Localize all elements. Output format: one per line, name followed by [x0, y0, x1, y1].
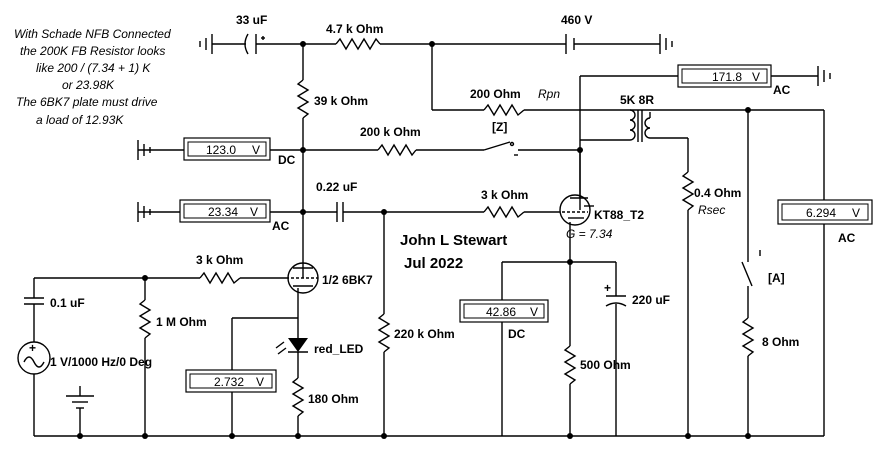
- meter-5-mode: DC: [508, 327, 526, 341]
- label-r-3k-in: 3 k Ohm: [196, 253, 243, 267]
- led-red: [275, 318, 308, 378]
- note-line-6: a load of 12.93K: [36, 113, 124, 127]
- note-line-4: or 23.98K: [62, 78, 115, 92]
- meter-1-value: 171.8: [712, 70, 742, 84]
- label-6bk7: 1/2 6BK7: [322, 273, 373, 287]
- label-led: red_LED: [314, 342, 364, 356]
- label-c-33uf: 33 uF: [236, 13, 267, 27]
- tube-6bk7: [286, 262, 319, 318]
- label-c-022: 0.22 uF: [316, 180, 357, 194]
- design-notes: With Schade NFB Connected the 200K FB Re…: [14, 27, 171, 127]
- top-rail: [199, 33, 673, 55]
- meter-4-mode: AC: [838, 231, 856, 245]
- label-r-180: 180 Ohm: [308, 392, 359, 406]
- meter-1-unit: V: [752, 70, 760, 84]
- note-line-5: The 6BK7 plate must drive: [16, 95, 158, 109]
- meter-2-value: 123.0: [206, 143, 236, 157]
- ac-signal-source: +: [17, 341, 51, 436]
- meter-led-voltage: 2.732 V: [185, 369, 277, 436]
- author-date: Jul 2022: [404, 255, 463, 272]
- label-rsec: Rsec: [698, 203, 725, 217]
- label-r-04: 0.4 Ohm: [694, 186, 741, 200]
- label-z-tag: [Z]: [492, 120, 507, 134]
- label-r-500: 500 Ohm: [580, 358, 631, 372]
- meter-4-unit: V: [852, 206, 860, 220]
- resistor-180: [291, 377, 305, 417]
- meter-3-value: 23.34: [208, 205, 238, 219]
- label-r-220k: 220 k Ohm: [394, 327, 455, 341]
- meter-5-unit: V: [530, 305, 538, 319]
- resistor-1m: [138, 299, 152, 339]
- label-a-tag: [A]: [768, 271, 785, 285]
- tube-kt88: [559, 150, 594, 262]
- label-r-4k7: 4.7 k Ohm: [326, 22, 383, 36]
- meter-ac-6bk7-plate: 23.34 V AC: [137, 199, 303, 233]
- meter-dc-plate: 123.0 V DC: [137, 137, 303, 167]
- label-r-39k: 39 k Ohm: [314, 94, 368, 108]
- meter-3-unit: V: [250, 205, 258, 219]
- label-supply: 460 V: [561, 13, 592, 27]
- meter-ac-plate: 171.8 V AC: [579, 64, 831, 210]
- meter-dc-cathode: 42.86 V DC: [459, 299, 549, 436]
- label-r-200: 200 Ohm: [470, 87, 521, 101]
- output-transformer: 5K 8R: [580, 93, 689, 172]
- cap-polarity: +: [604, 281, 611, 295]
- label-c-01: 0.1 uF: [50, 296, 85, 310]
- label-gain: G = 7.34: [566, 227, 613, 241]
- resistor-500: [563, 345, 577, 385]
- note-line-3: like 200 / (7.34 + 1) K: [36, 61, 151, 75]
- label-source: 1 V/1000 Hz/0 Deg: [50, 355, 152, 369]
- label-r-3k-grid: 3 k Ohm: [481, 188, 528, 202]
- source-polarity: +: [29, 341, 36, 355]
- author-name: John L Stewart: [400, 232, 507, 249]
- meter-5-value: 42.86: [486, 305, 516, 319]
- resistor-rsec: [681, 171, 695, 211]
- meter-2-unit: V: [252, 143, 260, 157]
- meter-1-mode: AC: [773, 83, 791, 97]
- resistor-39k: [296, 79, 310, 119]
- label-r-1m: 1 M Ohm: [156, 315, 207, 329]
- note-line-1: With Schade NFB Connected: [14, 27, 171, 41]
- meter-ac-output: 6.294 V AC: [777, 199, 873, 436]
- meter-6-unit: V: [256, 375, 264, 389]
- meter-3-mode: AC: [272, 219, 290, 233]
- resistor-220k: [377, 313, 391, 353]
- label-r-8: 8 Ohm: [762, 335, 799, 349]
- label-kt88: KT88_T2: [594, 208, 644, 222]
- meter-4-value: 6.294: [806, 206, 836, 220]
- label-rpn: Rpn: [538, 87, 560, 101]
- resistor-8-ohm: [741, 317, 755, 357]
- meter-2-mode: DC: [278, 153, 296, 167]
- label-xfmr: 5K 8R: [620, 93, 654, 107]
- label-r-200k: 200 k Ohm: [360, 125, 421, 139]
- label-c-220uf: 220 uF: [632, 293, 670, 307]
- meter-6-value: 2.732: [214, 375, 244, 389]
- note-line-2: the 200K FB Resistor looks: [20, 44, 165, 58]
